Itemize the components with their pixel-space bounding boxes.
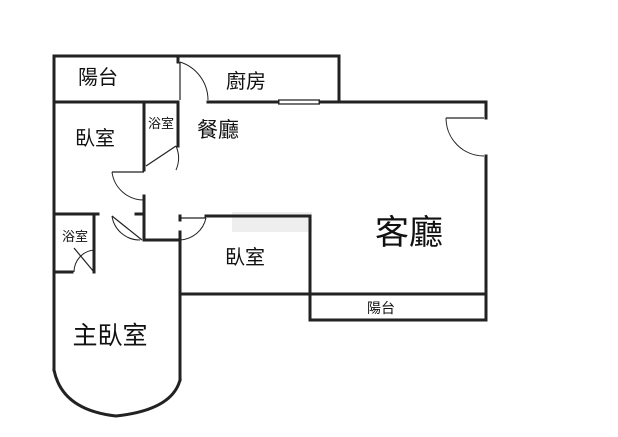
- room-label-kitchen: 廚房: [226, 69, 266, 93]
- room-label-living: 客廳: [375, 213, 443, 253]
- room-label-master-bedroom: 主臥室: [72, 321, 147, 350]
- room-label-dining: 餐廳: [197, 118, 239, 142]
- doors: [73, 61, 485, 273]
- room-label-bath-top: 浴室: [148, 116, 174, 132]
- room-label-bedroom-left: 臥室: [75, 126, 115, 150]
- walls: [52, 54, 488, 418]
- room-label-bath-left: 浴室: [62, 229, 88, 245]
- room-label-balcony-top: 陽台: [78, 65, 118, 89]
- room-label-bedroom-mid: 臥室: [225, 245, 265, 269]
- room-label-balcony-bottom: 陽台: [367, 301, 395, 317]
